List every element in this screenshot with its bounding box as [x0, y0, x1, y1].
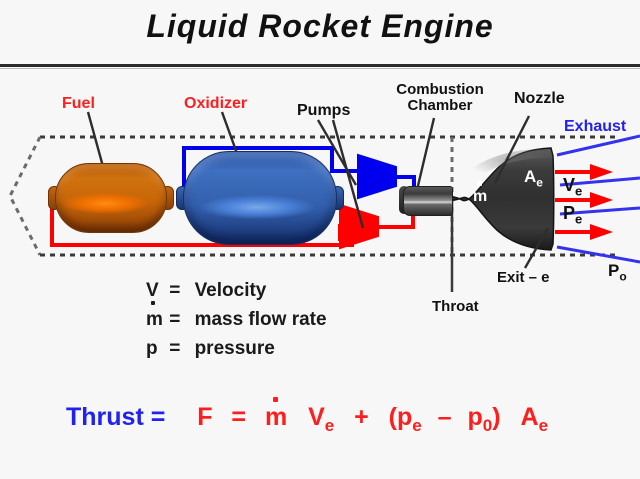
label-exit-pressure-symbol: P [563, 203, 576, 223]
exhaust-arrows [555, 164, 613, 240]
legend: V = Velocity m = mass flow rate p = pres… [146, 277, 327, 364]
fuel-pump [339, 203, 379, 250]
label-exhaust: Exhaust [564, 118, 627, 135]
label-throat: Throat [432, 298, 479, 315]
legend-equals-velocity: = [169, 280, 181, 301]
vehicle-outline-nose [8, 136, 42, 256]
legend-item-pressure: p = pressure [146, 335, 327, 364]
label-mdot-symbol-nozzle: m [473, 188, 488, 205]
eq-p2-sub: 0 [482, 416, 493, 435]
label-exit: Exit – e [497, 269, 550, 286]
legend-item-velocity: V = Velocity [146, 277, 327, 306]
thrust-equation: Thrust = F = m Ve + (pe – p0) Ae [66, 397, 548, 436]
label-exit-velocity: Ve [563, 176, 582, 198]
legend-item-mass-flow-rate: m = mass flow rate [146, 300, 327, 335]
legend-symbol-velocity: V [146, 280, 159, 301]
oxidizer-line [182, 146, 358, 196]
mdot-overdot-legend [151, 300, 155, 305]
thrust-equation-body: F = m Ve + (pe – p0) Ae [197, 397, 548, 435]
eq-mdot-letter: m [264, 403, 288, 431]
mdot-overdot-nozzle [477, 181, 482, 186]
title-divider [0, 64, 640, 67]
legend-mdot-letter: m [146, 308, 163, 330]
label-ambient-pressure-subscript: o [619, 269, 627, 284]
legend-text-pressure: pressure [194, 337, 275, 359]
oxidizer-pump [357, 153, 397, 200]
eq-close-paren: ) [492, 403, 501, 431]
title-word-2: Rocket [258, 8, 371, 44]
fuel-tank [55, 163, 167, 233]
label-combustion-chamber: Combustion Chamber [392, 82, 488, 114]
thrust-equation-label: Thrust = [66, 403, 166, 431]
label-ambient-pressure: Po [608, 262, 627, 283]
legend-symbol-mass-flow-rate: m [146, 300, 164, 335]
legend-text-mass-flow-rate: mass flow rate [194, 308, 327, 330]
exhaust-streamlines [556, 134, 640, 264]
legend-equals-pressure: = [169, 337, 181, 359]
label-ambient-pressure-symbol: P [608, 261, 620, 280]
label-fuel: Fuel [62, 95, 95, 112]
title-word-1: Liquid [146, 8, 249, 44]
label-exit-area: Ae [524, 168, 543, 189]
mdot-overdot-equation [272, 397, 278, 402]
title-word-3: Engine [381, 8, 494, 44]
label-combustion-chamber-line2: Chamber [407, 96, 473, 114]
legend-equals-mass-flow-rate: = [169, 308, 181, 330]
oxidizer-tank [183, 151, 337, 245]
eq-mdot: m [264, 397, 288, 432]
label-combustion-chamber-line1: Combustion [396, 81, 484, 98]
eq-p2: p [467, 403, 483, 431]
combustion-chamber [403, 186, 453, 216]
eq-p1-sub: e [412, 416, 422, 435]
eq-f: F [197, 403, 213, 431]
label-oxidizer: Oxidizer [184, 95, 248, 112]
eq-a: A [520, 403, 539, 431]
label-pumps: Pumps [297, 102, 351, 119]
eq-equals: = [231, 403, 247, 431]
label-mass-flow-rate-nozzle: m [473, 181, 488, 206]
label-nozzle: Nozzle [514, 90, 565, 107]
nozzle-highlight [470, 148, 553, 180]
eq-plus: + [354, 403, 369, 431]
title-divider-shadow [0, 68, 640, 69]
label-exit-pressure-subscript: e [575, 211, 583, 227]
eq-a-sub: e [538, 416, 549, 435]
legend-symbol-pressure: p [146, 337, 158, 359]
nozzle-bell [448, 147, 555, 251]
label-exit-area-subscript: e [536, 175, 543, 190]
label-exit-velocity-symbol: V [563, 175, 576, 195]
eq-v-sub: e [324, 416, 335, 435]
label-exit-velocity-subscript: e [575, 183, 583, 199]
label-exit-pressure: Pe [563, 204, 582, 226]
eq-v: V [308, 403, 325, 431]
label-exit-area-symbol: A [524, 167, 537, 186]
eq-minus: – [437, 403, 452, 431]
eq-p1: p [396, 403, 413, 431]
legend-text-velocity: Velocity [194, 280, 267, 301]
callout-leaders [86, 111, 550, 269]
eq-open-paren: ( [388, 403, 397, 431]
